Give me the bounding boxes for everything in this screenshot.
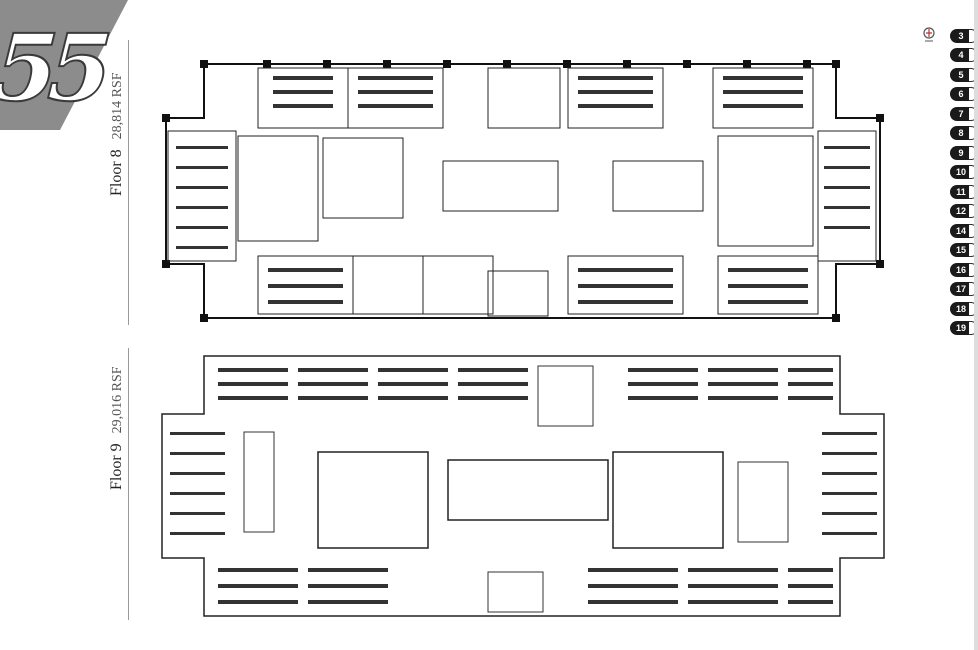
nav-tab-label: 16 [950,262,972,277]
nav-tab-label: 18 [950,301,972,316]
nav-tab-label: 4 [950,48,972,63]
floor-8-plan [162,60,884,322]
floor-9-plan [161,355,885,617]
nav-tab-label: 14 [950,223,972,238]
nav-tab-label: 6 [950,87,972,102]
floor-9-name: Floor 9 [108,443,125,490]
floor-9-rule [128,348,129,620]
nav-tab-3[interactable]: 3 [950,28,978,44]
nav-tab-19[interactable]: 19 [950,321,978,337]
floor-9-area: 29,016 RSF [110,366,125,434]
nav-tab-label: 8 [950,126,972,141]
nav-tab-label: 15 [950,243,972,258]
floor-8-rule [128,40,129,325]
nav-tab-label: 11 [950,184,972,199]
page-nav: 3 4 5 6 7 8 9 10 11 12 14 15 16 17 18 19 [950,28,978,340]
nav-tab-label: 9 [950,145,972,160]
nav-tab-label: 17 [950,282,972,297]
floor-8-name: Floor 8 [108,149,125,196]
nav-tab-16[interactable]: 16 [950,262,978,278]
floor-9-label: Floor 9 29,016 RSF [108,366,126,490]
nav-tab-9[interactable]: 9 [950,145,978,161]
nav-tab-label: 5 [950,67,972,82]
nav-tab-label: 3 [950,28,972,43]
nav-tab-label: 19 [950,321,972,336]
nav-tab-4[interactable]: 4 [950,48,978,64]
page-edge [974,0,978,650]
floor-8-label: Floor 8 28,814 RSF [108,72,126,196]
nav-tab-label: 7 [950,106,972,121]
nav-tab-8[interactable]: 8 [950,126,978,142]
nav-tab-label: 10 [950,165,972,180]
nav-tab-label: 12 [950,204,972,219]
building-logo-icon [923,27,935,42]
nav-tab-10[interactable]: 10 [950,165,978,181]
floor-8-area: 28,814 RSF [110,72,125,140]
corner-band [0,0,128,130]
